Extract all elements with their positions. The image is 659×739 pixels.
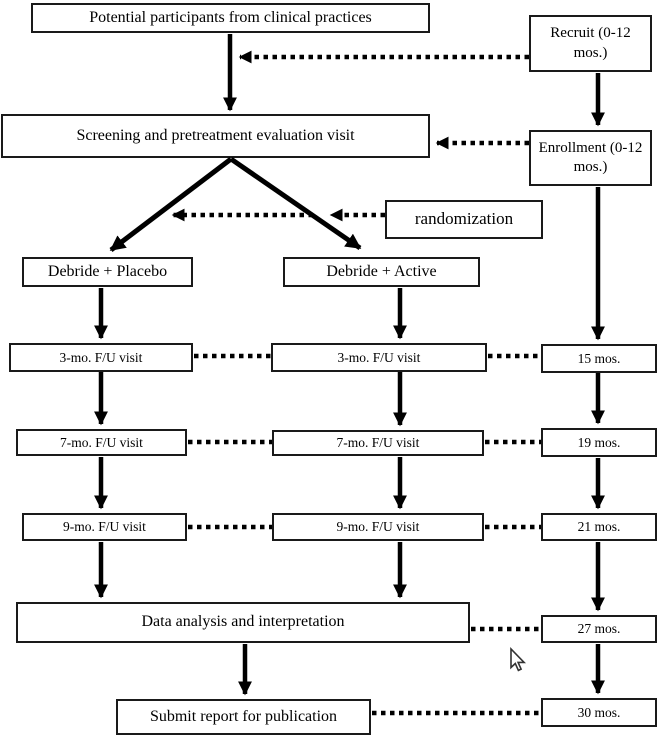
- node-fu3-placebo: 3-mo. F/U visit: [9, 343, 193, 372]
- node-submit-report: Submit report for publication: [116, 699, 371, 735]
- node-screening-visit: Screening and pretreatment evaluation vi…: [1, 114, 430, 158]
- node-debride-active: Debride + Active: [283, 257, 480, 287]
- node-timeline-15mos: 15 mos.: [541, 344, 657, 373]
- arrow-screening-to-placebo: [109, 157, 233, 252]
- node-fu7-active: 7-mo. F/U visit: [272, 430, 484, 456]
- node-fu9-active: 9-mo. F/U visit: [272, 513, 484, 541]
- mouse-cursor: [510, 647, 527, 672]
- node-fu3-active: 3-mo. F/U visit: [271, 343, 487, 372]
- node-data-analysis: Data analysis and interpretation: [16, 602, 470, 643]
- node-recruit: Recruit (0-12 mos.): [529, 15, 652, 72]
- node-timeline-27mos: 27 mos.: [541, 615, 657, 643]
- node-timeline-30mos: 30 mos.: [541, 698, 657, 727]
- node-enrollment: Enrollment (0-12 mos.): [529, 130, 652, 186]
- node-fu7-placebo: 7-mo. F/U visit: [16, 429, 187, 456]
- node-randomization: randomization: [385, 200, 543, 239]
- node-potential-participants: Potential participants from clinical pra…: [31, 3, 430, 33]
- arrow-screening-to-active: [229, 156, 362, 251]
- node-timeline-19mos: 19 mos.: [541, 428, 657, 457]
- node-timeline-21mos: 21 mos.: [541, 513, 657, 541]
- node-fu9-placebo: 9-mo. F/U visit: [22, 513, 187, 541]
- node-debride-placebo: Debride + Placebo: [22, 257, 193, 287]
